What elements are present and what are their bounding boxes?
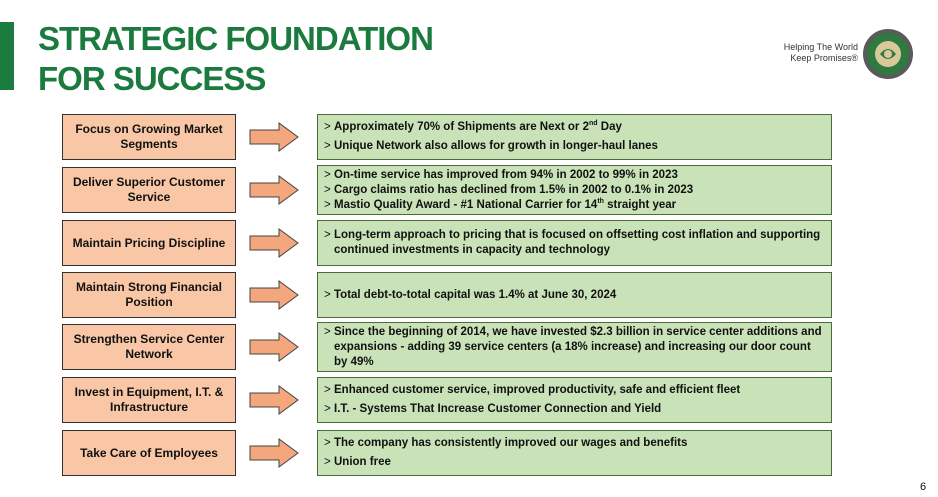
strategy-detail-box: >Long-term approach to pricing that is f… <box>317 220 832 266</box>
bullet-text: Cargo claims ratio has declined from 1.5… <box>334 183 694 196</box>
detail-bullet: >Long-term approach to pricing that is f… <box>324 228 825 258</box>
bullet-marker: > <box>324 288 331 301</box>
detail-bullet: >Enhanced customer service, improved pro… <box>324 381 825 400</box>
right-arrow-icon <box>249 332 299 362</box>
strategy-pillar-label: Take Care of Employees <box>62 430 236 476</box>
strategy-pillar-label: Focus on Growing Market Segments <box>62 114 236 160</box>
page-title-line-2: FOR SUCCESS <box>38 60 266 97</box>
bullet-marker: > <box>324 121 331 133</box>
strategy-detail-box: >On-time service has improved from 94% i… <box>317 165 832 215</box>
strategy-row: Take Care of Employees >The company has c… <box>62 430 832 476</box>
strategy-pillar-label: Maintain Pricing Discipline <box>62 220 236 266</box>
bullet-marker: > <box>324 229 331 241</box>
bullet-text: Mastio Quality Award - #1 National Carri… <box>334 198 598 211</box>
bullet-text: Union free <box>334 456 391 468</box>
right-arrow-icon <box>249 438 299 468</box>
right-arrow-icon <box>249 228 299 258</box>
strategy-row: Maintain Pricing Discipline >Long-term ap… <box>62 220 832 266</box>
bullet-marker: > <box>324 198 331 211</box>
bullet-marker: > <box>324 183 331 196</box>
page-number: 6 <box>920 481 927 493</box>
bullet-marker: > <box>324 437 331 449</box>
strategy-detail-box: >The company has consistently improved o… <box>317 430 832 476</box>
right-arrow-icon <box>249 385 299 415</box>
strategy-pillar-label: Maintain Strong Financial Position <box>62 272 236 318</box>
right-arrow-icon <box>249 175 299 205</box>
detail-bullet: >I.T. - Systems That Increase Customer C… <box>324 400 825 419</box>
bullet-text: On-time service has improved from 94% in… <box>334 168 678 181</box>
page-title-line-1: STRATEGIC FOUNDATION <box>38 20 434 57</box>
strategy-pillar-label: Strengthen Service Center Network <box>62 324 236 370</box>
company-logo <box>863 29 913 79</box>
bullet-text: Long-term approach to pricing that is fo… <box>334 229 821 256</box>
strategy-row: Focus on Growing Market Segments >Approxi… <box>62 114 832 160</box>
strategy-detail-box: >Since the beginning of 2014, we have in… <box>317 322 832 372</box>
bullet-text-suffix: Day <box>597 121 622 133</box>
bullet-marker: > <box>324 325 331 338</box>
bullet-text: Enhanced customer service, improved prod… <box>334 384 741 396</box>
detail-bullet: >Approximately 70% of Shipments are Next… <box>324 118 825 137</box>
bullet-text: I.T. - Systems That Increase Customer Co… <box>334 403 662 415</box>
strategy-pillar-label: Invest in Equipment, I.T. & Infrastructu… <box>62 377 236 423</box>
detail-bullet: >Total debt-to-total capital was 1.4% at… <box>324 286 825 305</box>
bullet-marker: > <box>324 403 331 415</box>
bullet-superscript: nd <box>589 120 598 128</box>
strategy-detail-box: >Approximately 70% of Shipments are Next… <box>317 114 832 160</box>
detail-bullet: >Cargo claims ratio has declined from 1.… <box>324 183 825 198</box>
bullet-text: Approximately 70% of Shipments are Next … <box>334 121 589 133</box>
detail-bullet: >On-time service has improved from 94% i… <box>324 168 825 183</box>
right-arrow-icon <box>249 122 299 152</box>
strategy-row: Strengthen Service Center Network >Since … <box>62 322 832 372</box>
bullet-text: Since the beginning of 2014, we have inv… <box>334 325 822 368</box>
bullet-marker: > <box>324 384 331 396</box>
bullet-marker: > <box>324 168 331 181</box>
bullet-text: The company has consistently improved ou… <box>334 437 688 449</box>
detail-bullet: >The company has consistently improved o… <box>324 434 825 453</box>
strategy-pillar-label: Deliver Superior Customer Service <box>62 167 236 213</box>
detail-bullet: >Since the beginning of 2014, we have in… <box>324 325 825 370</box>
bullet-text: Total debt-to-total capital was 1.4% at … <box>334 288 617 301</box>
tagline-line-1: Helping The World <box>783 42 858 52</box>
bullet-text: Unique Network also allows for growth in… <box>334 140 658 152</box>
detail-bullet: >Union free <box>324 453 825 472</box>
bullet-superscript: th <box>597 197 604 205</box>
detail-bullet: >Unique Network also allows for growth i… <box>324 137 825 156</box>
accent-bar <box>0 22 14 90</box>
bullet-text-suffix: straight year <box>603 198 677 211</box>
strategy-detail-box: >Enhanced customer service, improved pro… <box>317 377 832 423</box>
strategy-detail-box: >Total debt-to-total capital was 1.4% at… <box>317 272 832 318</box>
strategy-row: Invest in Equipment, I.T. & Infrastructu… <box>62 377 832 423</box>
bullet-marker: > <box>324 140 331 152</box>
strategy-row: Maintain Strong Financial Position >Total… <box>62 272 832 318</box>
right-arrow-icon <box>249 280 299 310</box>
tagline-line-2: Keep Promises® <box>790 53 858 63</box>
strategy-row: Deliver Superior Customer Service>On-tim… <box>62 165 832 215</box>
bullet-marker: > <box>324 456 331 468</box>
tagline: Helping The World Keep Promises® <box>784 42 858 64</box>
detail-bullet: >Mastio Quality Award - #1 National Carr… <box>324 198 825 213</box>
